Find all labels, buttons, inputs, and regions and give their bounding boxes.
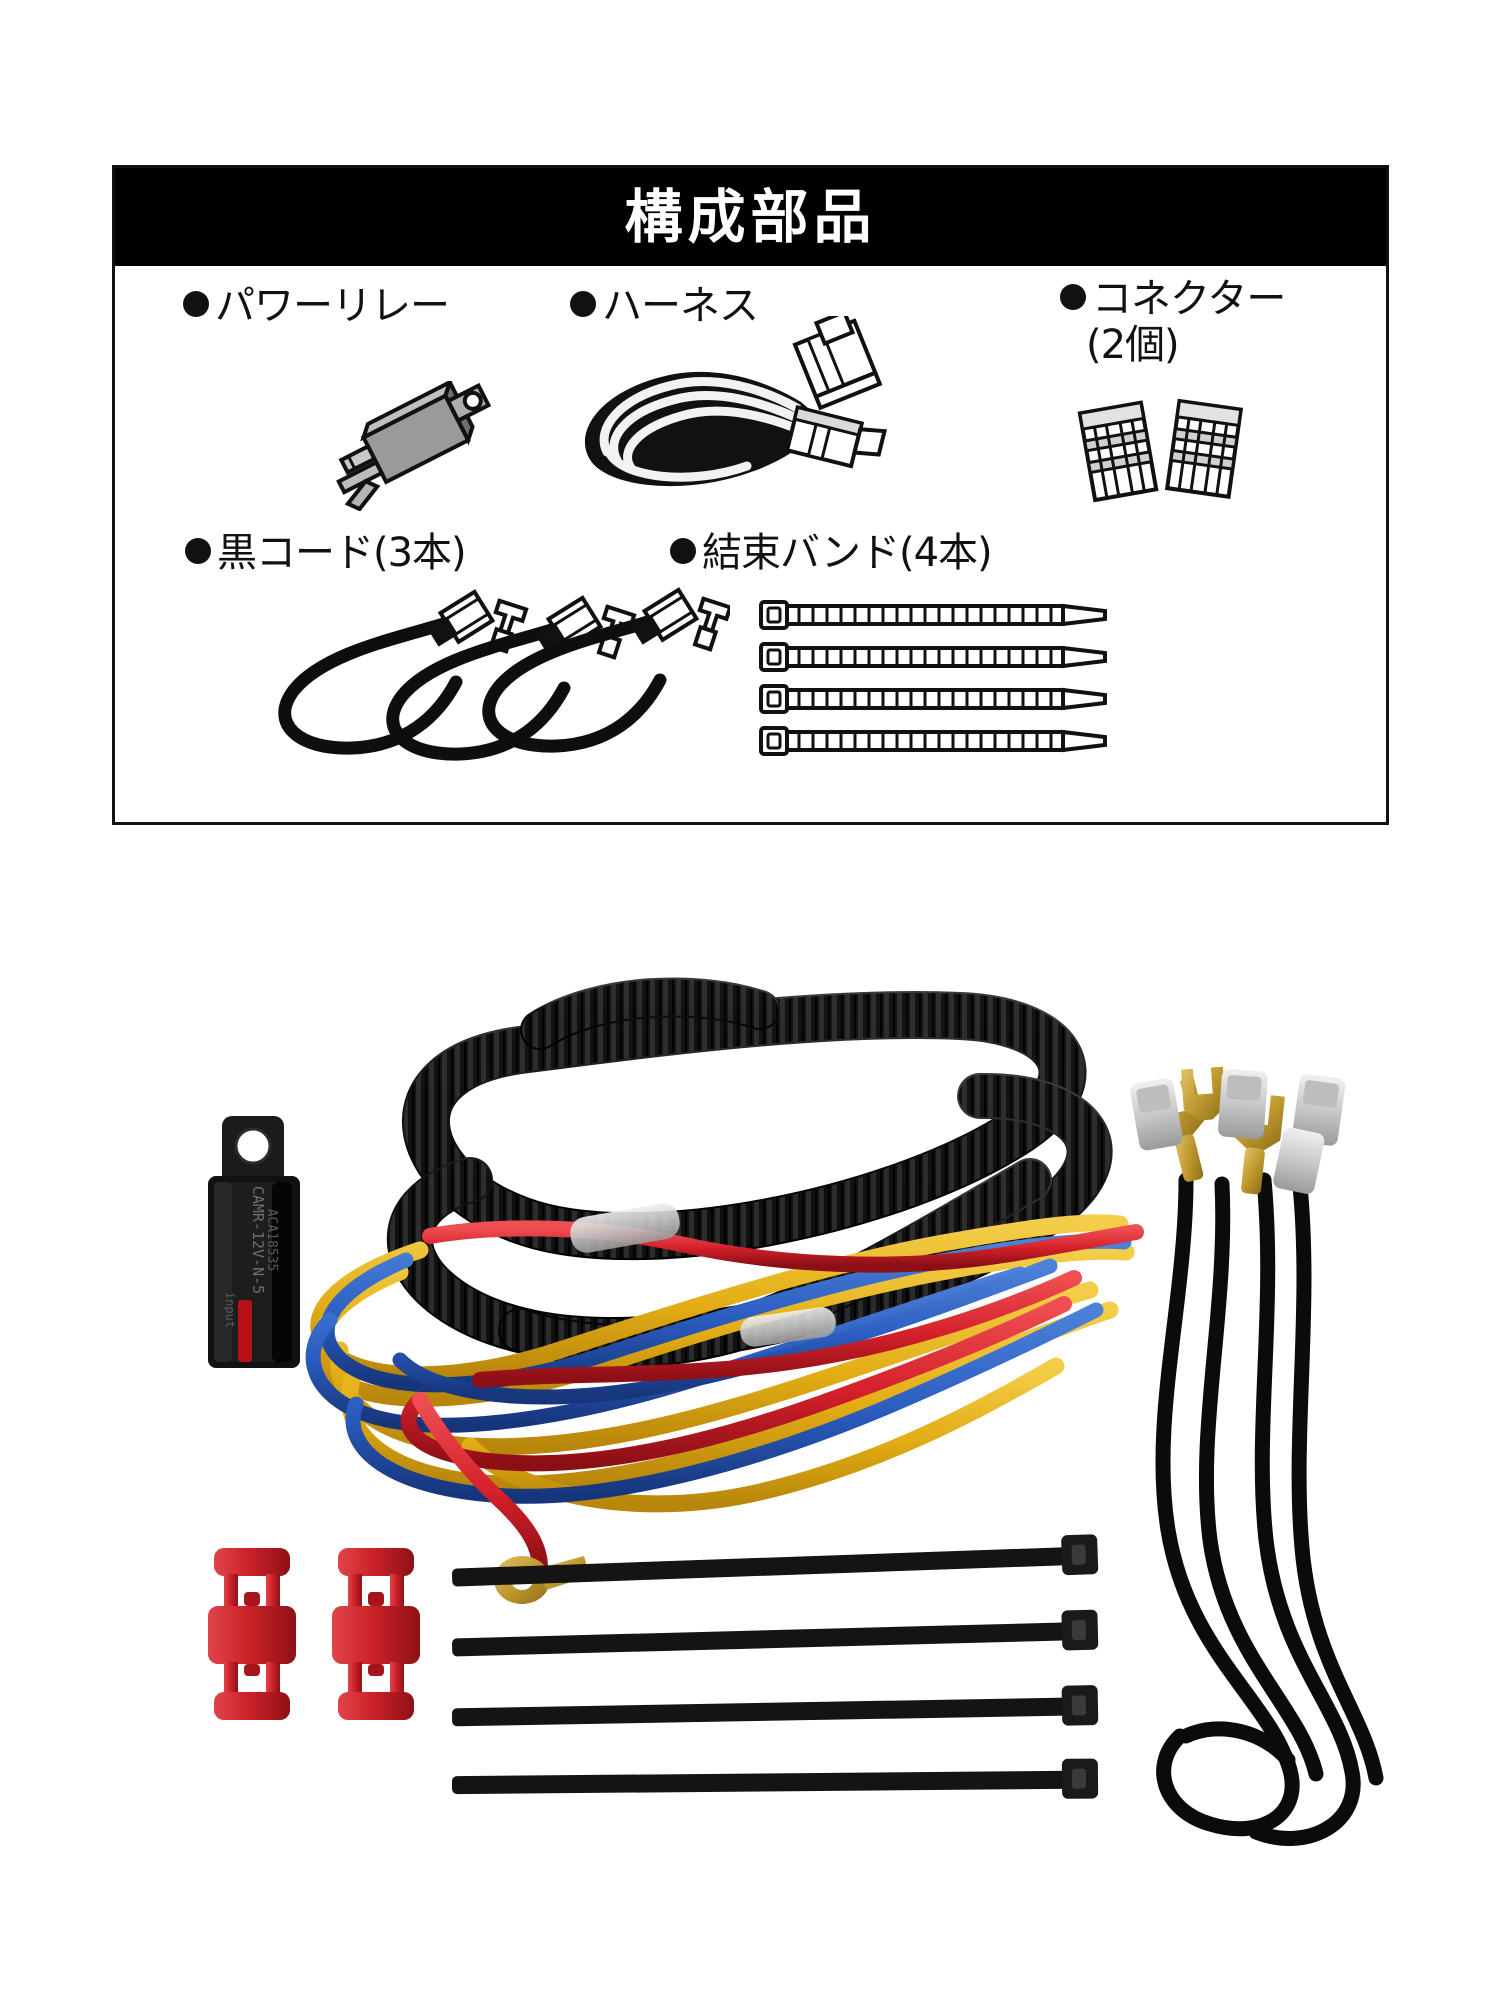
part-label-text: パワーリレー [215, 283, 450, 329]
parts-panel: 構成部品 パワーリレー ハーネス コネクター (2個) 黒コード(3本) 結 [112, 165, 1389, 825]
red-clips [208, 1548, 420, 1720]
part-label-connector: コネクター (2個) [1060, 276, 1286, 368]
part-label-cable-tie: 結束バンド(4本) [670, 530, 993, 576]
part-label-harness: ハーネス [570, 283, 759, 329]
cable-tie-icon [755, 596, 1185, 791]
part-label-black-cord: 黒コード(3本) [185, 530, 467, 576]
bullet-icon [670, 538, 696, 564]
bullet-icon [185, 538, 211, 564]
bullet-icon [183, 291, 209, 317]
black-cord-icon [260, 586, 733, 791]
svg-text:CAMR-12V-N-5: CAMR-12V-N-5 [249, 1186, 267, 1294]
part-label-text: 結束バンド(4本) [702, 530, 993, 576]
svg-text:ACA18535: ACA18535 [264, 1209, 279, 1272]
part-label-text: コネクター [1092, 276, 1286, 322]
part-label-power-relay: パワーリレー [183, 283, 450, 329]
bullet-icon [1060, 284, 1086, 310]
cable-ties-photo [451, 1534, 1099, 1799]
relay-icon [315, 377, 515, 512]
parts-panel-body: パワーリレー ハーネス コネクター (2個) 黒コード(3本) 結束バンド(4本… [115, 266, 1386, 828]
connector-icon [1065, 391, 1265, 511]
harness-icon [565, 309, 925, 511]
svg-text:input: input [223, 1292, 237, 1328]
spade-connectors [1130, 1068, 1346, 1194]
panel-title: 構成部品 [624, 183, 877, 251]
part-label-text: 黒コード(3本) [217, 530, 467, 576]
parts-panel-header: 構成部品 [115, 168, 1386, 266]
part-label-quantity: (2個) [1086, 322, 1180, 368]
product-photo: CAMR-12V-N-5 ACA18535 input [0, 880, 1500, 1900]
bullet-icon [570, 291, 596, 317]
relay-photo: CAMR-12V-N-5 ACA18535 input [208, 1116, 300, 1368]
part-label-text: ハーネス [602, 283, 759, 329]
